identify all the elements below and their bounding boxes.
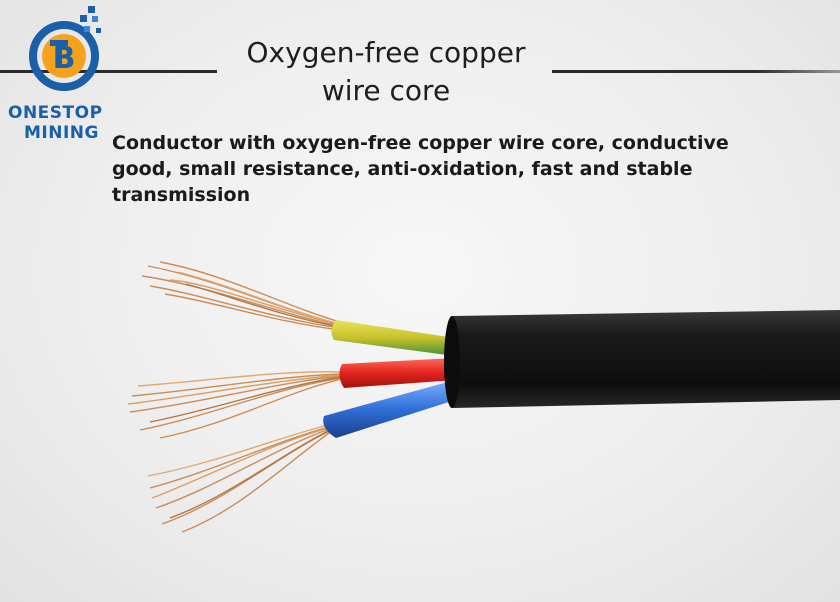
brand-name-line-2: MINING	[24, 123, 99, 143]
copper-strands-bottom	[147, 423, 333, 533]
core-blue	[323, 380, 455, 438]
section-heading-line-2: wire core	[321, 74, 451, 107]
section-heading-line-1: Oxygen-free copper	[246, 36, 526, 69]
copper-strands-top	[141, 261, 341, 331]
svg-text:B: B	[53, 41, 76, 76]
cable-jacket	[446, 310, 840, 408]
brand-name-line-1: ONESTOP	[8, 103, 103, 123]
three-core-copper-cable-image	[127, 261, 840, 533]
core-red	[339, 358, 455, 388]
core-yellow-green	[331, 320, 455, 356]
bitcoin-ring-logo-icon: B	[29, 6, 101, 91]
heading-rule-left	[0, 70, 217, 73]
product-description: Conductor with oxygen-free copper wire c…	[112, 132, 729, 206]
heading-rule-right	[552, 70, 840, 73]
copper-strands-middle	[127, 371, 343, 439]
section-heading: Oxygen-free copper wire core	[220, 34, 552, 110]
